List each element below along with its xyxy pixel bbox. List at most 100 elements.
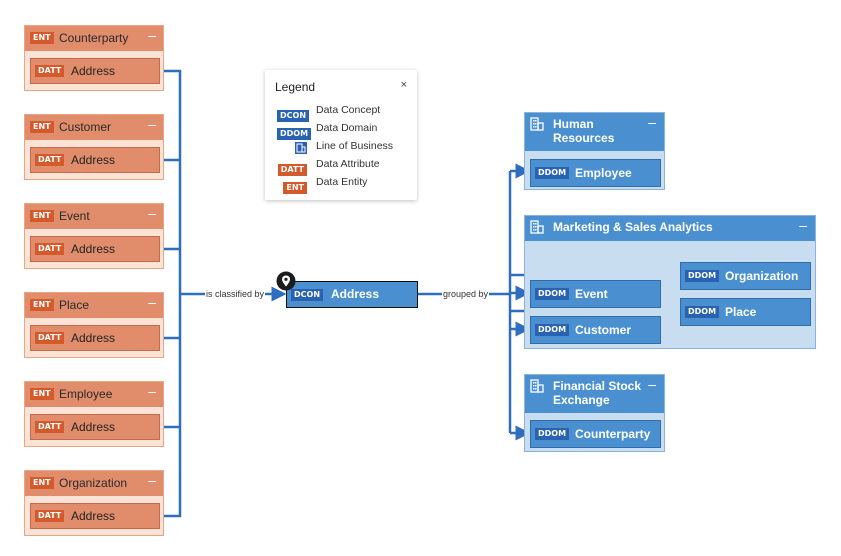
- attribute-label: Address: [71, 420, 116, 434]
- entity-header[interactable]: ENT Organization –: [25, 471, 163, 496]
- entity-event[interactable]: ENT Event – DATT Address: [24, 203, 164, 269]
- lob-title: Marketing & Sales Analytics: [553, 220, 713, 234]
- entity-counterparty[interactable]: ENT Counterparty – DATT Address: [24, 25, 164, 91]
- entity-organization[interactable]: ENT Organization – DATT Address: [24, 470, 164, 536]
- entity-name: Counterparty: [59, 31, 129, 45]
- entity-header[interactable]: ENT Place –: [25, 293, 163, 318]
- domain-label: Customer: [575, 323, 632, 337]
- building-icon: [295, 142, 307, 154]
- domain-badge: DDOM: [535, 167, 570, 179]
- entity-header[interactable]: ENT Employee –: [25, 382, 163, 407]
- entity-badge: ENT: [30, 32, 54, 44]
- entity-name: Event: [59, 209, 90, 223]
- attribute-badge: DATT: [35, 154, 65, 166]
- domain-counterparty[interactable]: DDOM Counterparty: [530, 420, 661, 448]
- entity-name: Employee: [59, 387, 113, 401]
- building-icon: [530, 117, 544, 131]
- attribute-label: Address: [71, 331, 116, 345]
- legend-badge: DDOM: [277, 128, 312, 140]
- legend-item: Line of Business: [277, 140, 413, 154]
- domain-employee[interactable]: DDOM Employee: [530, 159, 661, 187]
- legend-close-button[interactable]: ×: [400, 79, 407, 91]
- domain-customer[interactable]: DDOM Customer: [530, 316, 661, 344]
- entity-header[interactable]: ENT Customer –: [25, 115, 163, 140]
- lob-marketing-sales-analytics[interactable]: Marketing & Sales Analytics – DDOM Event…: [524, 215, 816, 349]
- location-pin-icon[interactable]: [276, 271, 296, 291]
- collapse-button[interactable]: –: [148, 383, 156, 399]
- domain-badge: DDOM: [685, 306, 720, 318]
- lob-header[interactable]: Marketing & Sales Analytics –: [525, 216, 815, 241]
- legend-badge: DATT: [277, 164, 307, 176]
- entity-place[interactable]: ENT Place – DATT Address: [24, 292, 164, 358]
- edge-label-grouped-by: grouped by: [442, 289, 490, 299]
- attribute-label: Address: [71, 509, 116, 523]
- attribute-node[interactable]: DATT Address: [30, 325, 160, 351]
- collapse-button[interactable]: –: [148, 116, 156, 132]
- entity-customer[interactable]: ENT Customer – DATT Address: [24, 114, 164, 180]
- entity-header[interactable]: ENT Event –: [25, 204, 163, 229]
- edge-label-classified-by: is classified by: [205, 289, 266, 299]
- collapse-button[interactable]: –: [148, 27, 156, 43]
- attribute-badge: DATT: [35, 510, 65, 522]
- attribute-node[interactable]: DATT Address: [30, 147, 160, 173]
- concept-label: Address: [331, 287, 380, 301]
- attribute-node[interactable]: DATT Address: [30, 58, 160, 84]
- attribute-label: Address: [71, 242, 116, 256]
- legend-label: Data Attribute: [316, 158, 380, 170]
- legend-item: DATT Data Attribute: [277, 158, 413, 176]
- entity-name: Customer: [59, 120, 112, 134]
- entity-employee[interactable]: ENT Employee – DATT Address: [24, 381, 164, 447]
- attribute-label: Address: [71, 64, 116, 78]
- attribute-label: Address: [71, 153, 116, 167]
- legend-label: Line of Business: [316, 140, 394, 152]
- domain-badge: DDOM: [535, 324, 570, 336]
- entity-badge: ENT: [30, 388, 54, 400]
- legend-item: ENT Data Entity: [277, 176, 413, 194]
- legend-item: DDOM Data Domain: [277, 122, 413, 140]
- collapse-button[interactable]: –: [648, 114, 656, 130]
- building-icon: [530, 379, 544, 393]
- attribute-node[interactable]: DATT Address: [30, 503, 160, 529]
- attribute-badge: DATT: [35, 65, 65, 77]
- collapse-button[interactable]: –: [148, 472, 156, 488]
- collapse-button[interactable]: –: [148, 294, 156, 310]
- legend-panel: Legend × DCON Data Concept DDOM Data Dom…: [265, 70, 417, 200]
- entity-badge: ENT: [30, 210, 54, 222]
- legend-title: Legend: [275, 80, 316, 94]
- collapse-button[interactable]: –: [648, 376, 656, 392]
- domain-label: Place: [725, 305, 757, 319]
- domain-event[interactable]: DDOM Event: [530, 280, 661, 308]
- entity-badge: ENT: [30, 299, 54, 311]
- domain-organization[interactable]: DDOM Organization: [680, 262, 811, 290]
- attribute-node[interactable]: DATT Address: [30, 236, 160, 262]
- entity-name: Organization: [59, 476, 128, 490]
- entity-badge: ENT: [30, 477, 54, 489]
- building-icon: [530, 220, 544, 234]
- legend-label: Data Entity: [316, 176, 368, 188]
- domain-place[interactable]: DDOM Place: [680, 298, 811, 326]
- attribute-badge: DATT: [35, 243, 65, 255]
- domain-badge: DDOM: [535, 428, 570, 440]
- collapse-button[interactable]: –: [148, 205, 156, 221]
- concept-node[interactable]: DCON Address: [286, 281, 418, 308]
- legend-badge: DCON: [277, 110, 310, 122]
- attribute-node[interactable]: DATT Address: [30, 414, 160, 440]
- domain-label: Employee: [575, 166, 632, 180]
- entity-header[interactable]: ENT Counterparty –: [25, 26, 163, 51]
- entity-badge: ENT: [30, 121, 54, 133]
- legend-item: DCON Data Concept: [277, 104, 413, 122]
- domain-label: Event: [575, 287, 608, 301]
- domain-label: Counterparty: [575, 427, 651, 441]
- domain-badge: DDOM: [535, 288, 570, 300]
- entity-name: Place: [59, 298, 90, 312]
- domain-badge: DDOM: [685, 270, 720, 282]
- attribute-badge: DATT: [35, 421, 65, 433]
- collapse-button[interactable]: –: [799, 217, 807, 233]
